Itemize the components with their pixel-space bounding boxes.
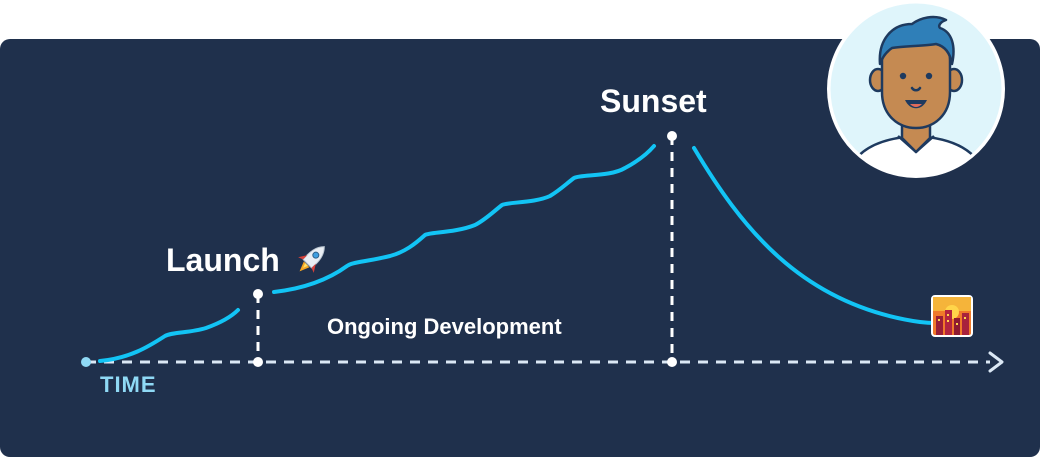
time-axis-origin bbox=[81, 357, 91, 367]
launch-marker-axis-dot bbox=[253, 357, 263, 367]
sunset-marker-top-dot bbox=[667, 131, 677, 141]
sunset-label: Sunset bbox=[600, 83, 707, 119]
ongoing-development-label: Ongoing Development bbox=[327, 314, 562, 339]
launch-marker-top-dot bbox=[253, 289, 263, 299]
sunset-marker bbox=[667, 131, 677, 367]
launch-marker bbox=[253, 289, 263, 367]
sunset-city-icon bbox=[931, 295, 973, 337]
sunset-marker-axis-dot bbox=[667, 357, 677, 367]
rocket-icon bbox=[298, 246, 325, 273]
launch-label: Launch bbox=[166, 242, 280, 278]
avatar bbox=[827, 0, 1005, 178]
lifecycle-curve bbox=[98, 144, 938, 363]
pre-launch-segment bbox=[98, 308, 240, 363]
sunset-decline-segment bbox=[692, 146, 938, 325]
time-axis-label: TIME bbox=[100, 372, 157, 397]
time-axis-arrow-icon bbox=[988, 351, 1004, 373]
time-axis bbox=[81, 351, 1004, 373]
ongoing-development-segment bbox=[272, 144, 656, 294]
